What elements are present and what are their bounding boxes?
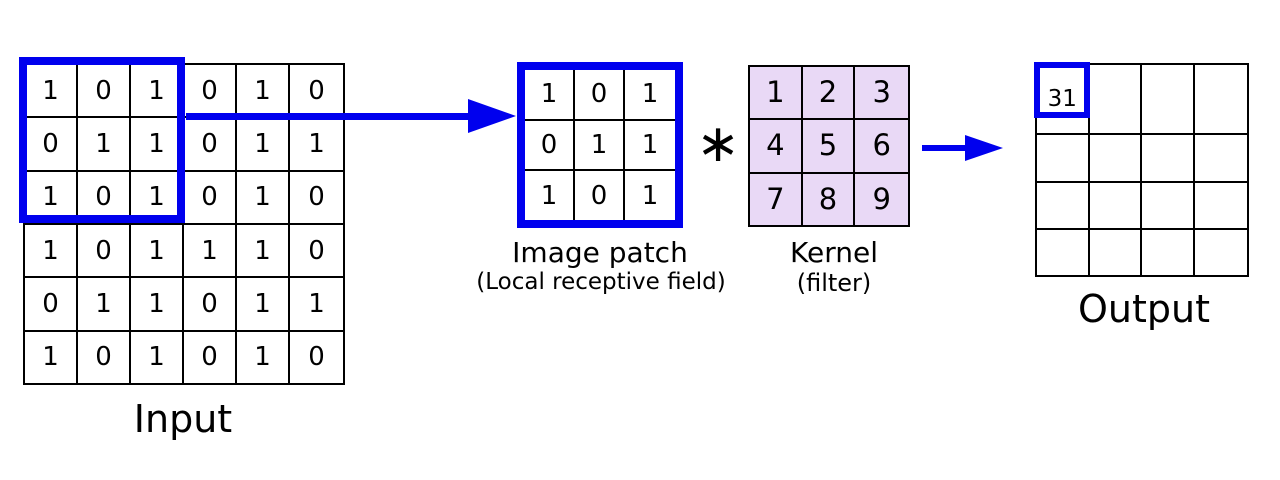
grid-cell: 1: [237, 278, 290, 332]
grid-cell: [1089, 135, 1142, 183]
grid-cell: 6: [855, 120, 908, 174]
grid-cell: 1: [25, 171, 78, 225]
grid-cell: 1: [750, 67, 803, 121]
grid-cell: 0: [78, 171, 131, 225]
grid-cell: 5: [802, 120, 856, 174]
grid-cell: 0: [525, 120, 575, 172]
convolution-operator-icon: ∗: [696, 114, 740, 174]
grid-cell: 3: [855, 67, 908, 121]
grid-cell: [1195, 230, 1248, 275]
grid-cell: 1: [525, 70, 575, 121]
grid-cell: 0: [25, 118, 78, 172]
grid-cell: 0: [78, 224, 131, 279]
grid-cell: 1: [25, 331, 78, 383]
image-patch-label: Image patch: [512, 236, 688, 269]
grid-cell: 1: [290, 118, 343, 172]
output-grid: 31: [1035, 63, 1249, 277]
grid-cell: 8: [802, 173, 856, 225]
input-to-patch-arrowhead-icon: [468, 99, 516, 133]
grid-cell: 0: [308, 342, 325, 373]
grid-cell: 1: [184, 224, 237, 279]
grid-cell: 2: [802, 67, 856, 121]
grid-cell: 1: [625, 70, 675, 121]
grid-cell: 1: [525, 171, 575, 220]
grid-cell: 0: [184, 278, 237, 332]
kernel-label: Kernel: [790, 236, 878, 269]
output-label: Output: [1078, 287, 1210, 331]
kernel-to-output-arrowhead-icon: [965, 135, 1003, 161]
grid-cell: 1: [131, 65, 184, 119]
grid-cell: 1: [237, 331, 290, 383]
grid-cell: 1: [575, 120, 625, 172]
grid-cell: [1194, 65, 1247, 136]
grid-cell: [1194, 135, 1247, 183]
grid-cell: 0: [290, 65, 343, 119]
grid-cell: 9: [855, 173, 908, 225]
grid-cell: 0: [290, 172, 343, 225]
grid-cell: 0: [78, 331, 131, 383]
grid-cell: [1037, 135, 1090, 183]
grid-cell: 1: [641, 180, 659, 211]
grid-cell: 0: [290, 225, 343, 279]
grid-cell: [1194, 183, 1247, 230]
grid-cell: 1: [131, 224, 184, 279]
grid-cell: 1: [131, 331, 184, 383]
grid-cell: 1: [237, 224, 290, 279]
grid-cell: [1142, 229, 1195, 275]
grid-cell: 1: [237, 118, 290, 172]
input-to-patch-arrow-line: [186, 113, 470, 120]
grid-cell: [1142, 135, 1195, 183]
grid-cell: 1: [131, 118, 184, 172]
grid-cell: [1089, 182, 1142, 230]
kernel-sublabel: (filter): [796, 269, 872, 297]
grid-cell: 1: [131, 278, 184, 332]
grid-cell: 0: [25, 278, 78, 332]
grid-cell: [1037, 182, 1090, 230]
grid-cell: 0: [575, 171, 625, 220]
grid-cell: 7: [750, 173, 803, 225]
grid-cell: 1: [25, 224, 78, 279]
grid-cell: 0: [184, 65, 237, 119]
grid-cell: 1: [25, 65, 78, 119]
grid-cell: 0: [78, 65, 131, 119]
grid-cell: 4: [750, 120, 803, 174]
grid-cell: 31: [1037, 65, 1090, 136]
grid-cell: 1: [290, 278, 343, 332]
image-patch-sublabel: (Local receptive field): [476, 269, 726, 295]
grid-cell: 1: [237, 65, 290, 119]
grid-cell: 1: [237, 171, 290, 225]
grid-cell: 1: [625, 121, 675, 172]
grid-cell: 0: [184, 171, 237, 225]
grid-cell: [1142, 182, 1195, 230]
grid-cell: 0: [184, 118, 237, 172]
grid-cell: [1090, 229, 1142, 275]
input-label: Input: [133, 397, 233, 441]
grid-cell: [1089, 65, 1142, 136]
grid-cell: 0: [575, 70, 625, 121]
grid-cell: 1: [131, 171, 184, 225]
kernel-to-output-arrow-line: [922, 145, 967, 151]
grid-cell: 1: [78, 278, 131, 332]
grid-cell: 0: [184, 331, 237, 383]
grid-cell: [1037, 229, 1090, 275]
grid-cell: [1142, 65, 1195, 136]
grid-cell: 1: [78, 118, 131, 172]
